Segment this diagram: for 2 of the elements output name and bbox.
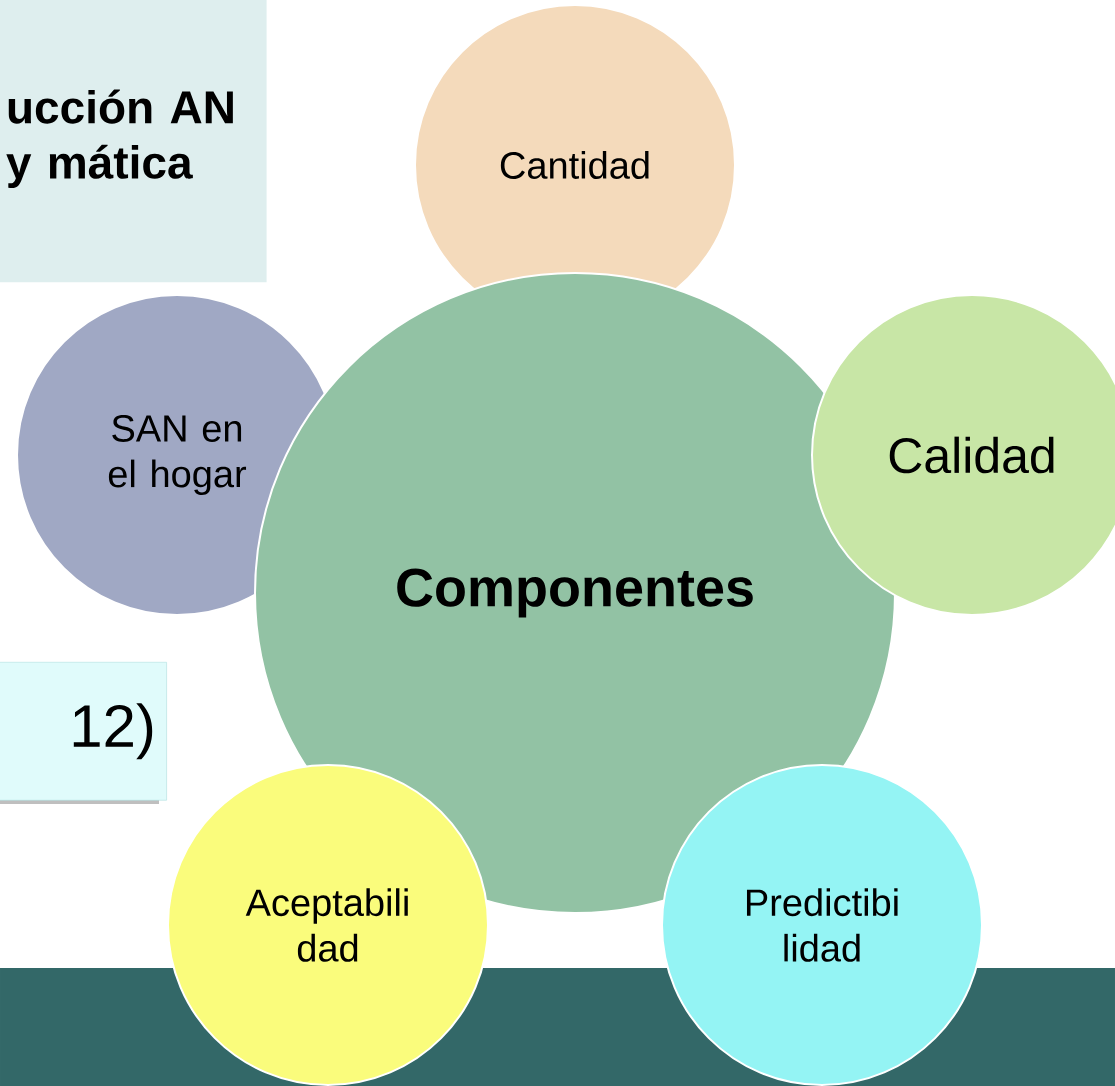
title-box: ucción AN y mática — [0, 0, 267, 283]
citation-box: 12) — [0, 662, 167, 804]
